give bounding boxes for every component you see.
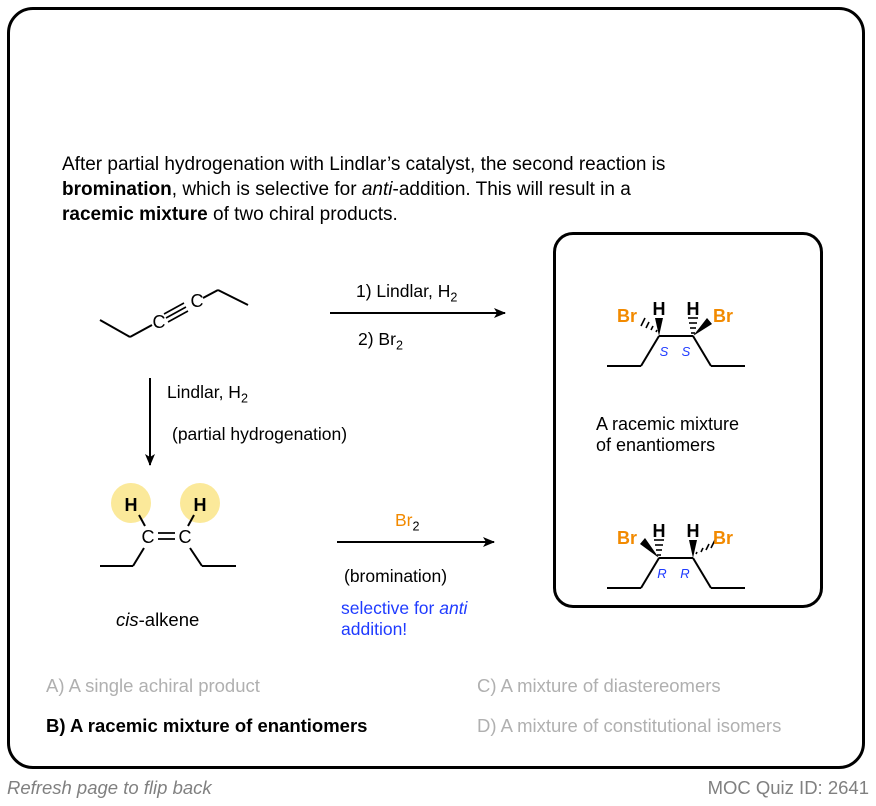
rr-config-right: R <box>680 566 689 581</box>
intermediate-label: cis-alkene <box>116 609 199 631</box>
explanation-line-3: of two chiral products. <box>207 204 398 225</box>
reactant-atom-c-left: C <box>153 312 166 332</box>
ss-br-left: Br <box>617 306 637 326</box>
product-rr: H H Br Br R R <box>607 521 745 589</box>
reactant-atom-c-right: C <box>191 291 204 311</box>
option-a[interactable]: A) A single achiral product <box>46 675 260 696</box>
ss-h-left: H <box>653 299 666 319</box>
bottom-arrow-note: (bromination) <box>344 566 448 586</box>
bottom-arrow-reagent: Br2 <box>395 510 420 534</box>
down-arrow-note: (partial hydrogenation) <box>172 424 348 444</box>
atom-h-right: H <box>194 495 207 515</box>
reactant-alkyne: C C <box>99 289 249 338</box>
option-d[interactable]: D) A mixture of constitutional isomers <box>477 715 782 736</box>
top-arrow-step2: 2) Br2 <box>358 329 403 353</box>
explanation-line-1: After partial hydrogenation with Lindlar… <box>62 154 666 175</box>
ss-config-right: S <box>682 344 691 359</box>
ss-br-right: Br <box>713 306 733 326</box>
italic-anti: anti <box>361 179 393 200</box>
caption-line-1: A racemic mixture <box>596 414 740 434</box>
bold-bromination: bromination <box>62 179 172 200</box>
flip-hint: Refresh page to flip back <box>7 777 212 798</box>
step1-text: 1) Lindlar, H <box>356 281 451 301</box>
highlight-h-right <box>180 483 220 523</box>
caption-line-2: of enantiomers <box>596 435 716 455</box>
down-arrow-reagent: Lindlar, H2 <box>167 382 248 406</box>
rr-h-right: H <box>687 521 700 541</box>
products-caption: A racemic mixture of enantiomers <box>596 414 739 456</box>
intermediate-cis-alkene: H H C C <box>100 483 236 567</box>
ss-h-right: H <box>687 299 700 319</box>
atom-c-right: C <box>179 527 192 547</box>
explanation-line-2b: -addition. This will result in a <box>392 179 631 200</box>
highlight-h-left <box>111 483 151 523</box>
quiz-id: MOC Quiz ID: 2641 <box>707 777 869 798</box>
product-ss: H H Br Br S S <box>607 299 745 367</box>
selectivity-note: selective for anti addition! <box>341 598 467 640</box>
option-c[interactable]: C) A mixture of diastereomers <box>477 675 721 696</box>
option-b[interactable]: B) A racemic mixture of enantiomers <box>46 715 368 736</box>
selectivity-text-b: addition! <box>341 619 408 639</box>
down-reagent-text: Lindlar, H <box>167 382 241 402</box>
down-reagent-sub: 2 <box>240 391 248 406</box>
atom-c-left: C <box>142 527 155 547</box>
top-arrow-step1: 1) Lindlar, H2 <box>356 281 458 305</box>
selectivity-text-a: selective for <box>341 598 440 618</box>
explanation-line-2a: , which is selective for <box>171 179 362 200</box>
rr-h-left: H <box>653 521 666 541</box>
bold-racemic-mixture: racemic mixture <box>62 204 208 225</box>
rr-br-left: Br <box>617 528 637 548</box>
label-rest: -alkene <box>138 609 200 630</box>
step1-sub: 2 <box>450 290 458 305</box>
explanation-text: After partial hydrogenation with Lindlar… <box>62 152 802 227</box>
label-italic-cis: cis <box>116 609 139 630</box>
step2-sub: 2 <box>395 338 403 353</box>
atom-h-left: H <box>125 495 138 515</box>
selectivity-italic: anti <box>439 598 468 618</box>
ss-config-left: S <box>660 344 669 359</box>
rr-config-left: R <box>657 566 666 581</box>
rr-br-right: Br <box>713 528 733 548</box>
step2-text: 2) Br <box>358 329 396 349</box>
bottom-reagent-text: Br <box>395 510 413 530</box>
bottom-reagent-sub: 2 <box>412 519 420 534</box>
products-box <box>553 232 823 608</box>
